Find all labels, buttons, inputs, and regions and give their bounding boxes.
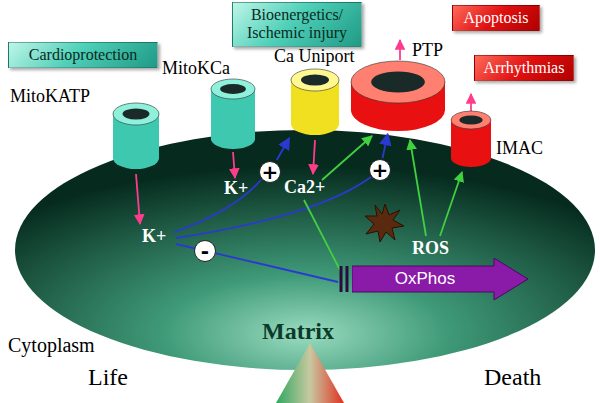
channel-cylinder: [450, 110, 492, 168]
cylinder-base: [451, 149, 491, 167]
effect-box: Bioenergetics/ Ischemic injury: [232, 2, 362, 47]
channel-label: IMAC: [496, 138, 543, 159]
channel-label: MitoKCa: [162, 58, 230, 79]
cylinder-base: [211, 129, 255, 149]
channel-label: MitoKATP: [10, 86, 90, 107]
channel: IMAC: [450, 108, 550, 170]
effect-label: Apoptosis: [459, 9, 533, 27]
effect-label: Arrhythmias: [481, 59, 567, 77]
region-label: Cytoplasm: [8, 334, 95, 357]
balance-triangle: [276, 343, 344, 403]
sign-label: +: [372, 160, 389, 180]
channel-pore: [301, 75, 329, 86]
ion-label: K+: [224, 178, 248, 199]
effect-box: Apoptosis: [452, 5, 540, 31]
channel-cylinder: [290, 68, 340, 136]
channel-pore: [220, 84, 246, 94]
effect-label: Cardioprotection: [15, 46, 151, 64]
process-label: OxPhos: [395, 269, 455, 289]
channel: MitoKCa: [162, 58, 260, 150]
cylinder-base: [113, 147, 159, 169]
sign-label: -: [201, 241, 209, 261]
signal-connector: [277, 138, 289, 160]
effect-box: Cardioprotection: [8, 42, 158, 68]
channel-cylinder: [112, 102, 160, 170]
channel: Ca Uniport: [272, 46, 360, 136]
block-bars: [341, 266, 347, 292]
channel-pore: [123, 109, 150, 120]
effect-box: Arrhythmias: [474, 55, 574, 81]
sign-circle: +: [259, 161, 281, 183]
channel-pore: [459, 116, 483, 125]
channel-label: Ca Uniport: [274, 46, 355, 67]
effect-label: Bioenergetics/ Ischemic injury: [239, 6, 355, 43]
sign-label: +: [262, 162, 279, 182]
ros-label: ROS: [412, 238, 449, 259]
outcome-label: Life: [88, 364, 128, 391]
channel-label: PTP: [412, 40, 443, 61]
arrow-body: [352, 258, 528, 300]
cylinder-top: [211, 79, 255, 99]
cylinder-top: [451, 111, 491, 129]
signal-lines: [136, 40, 471, 282]
outcome-label: Death: [484, 364, 541, 391]
cylinder-top: [351, 61, 445, 103]
cylinder-top: [113, 103, 159, 125]
cylinder-base: [291, 113, 339, 135]
mitochondrion: [15, 130, 595, 370]
ros-burst: [365, 204, 404, 242]
cylinder-top: [291, 69, 339, 91]
channel-pore: [371, 72, 425, 93]
sign-circle: +: [369, 159, 391, 181]
channel: MitoKATP: [8, 86, 163, 176]
ion-label: K+: [142, 226, 166, 247]
ion-label: Ca2+: [284, 177, 325, 198]
channel: PTP: [350, 40, 446, 132]
region-label: Matrix: [262, 318, 334, 345]
oxphos-arrow: OxPhos: [352, 258, 528, 300]
signal-connector: [383, 134, 388, 158]
channel-cylinder: [350, 60, 446, 132]
channel-cylinder: [210, 78, 256, 150]
sign-circle: -: [194, 240, 216, 262]
